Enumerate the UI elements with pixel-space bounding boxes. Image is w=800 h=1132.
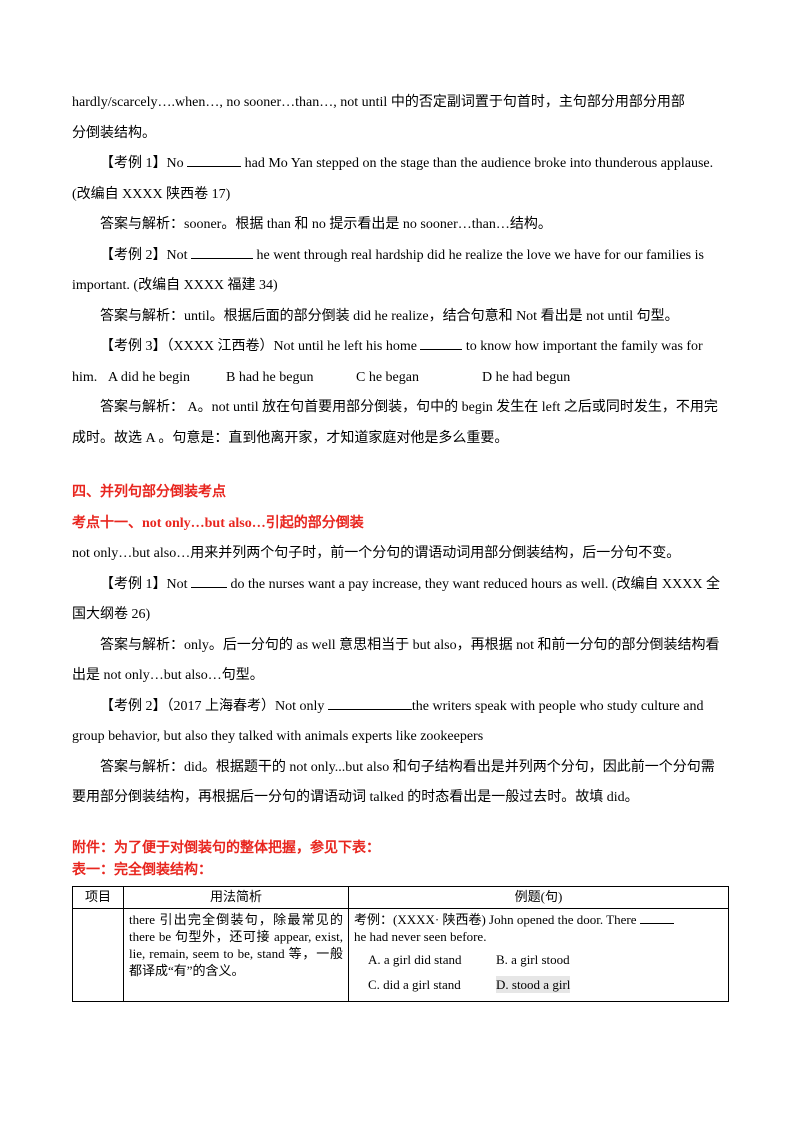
s3-example-1-source: (改编自 XXXX 陕西卷 17) bbox=[72, 186, 231, 202]
s4-intro: not only…but also…用来并列两个句子时，前一个分句的谓语动词用部… bbox=[72, 546, 681, 561]
s3-example-2: 【考例 2】Not he went through real hardship … bbox=[100, 246, 704, 263]
answer-blank bbox=[191, 575, 227, 588]
table-title: 表一：完全倒装结构： bbox=[72, 862, 212, 878]
example-options-row-2: C. did a girl stand D. stood a girl bbox=[354, 975, 723, 993]
s3-example-2-cont: important. (改编自 XXXX 福建 34) bbox=[72, 278, 278, 293]
inversion-table: 项目 用法简析 例题(句) there 引出完全倒装句，除最常见的 there … bbox=[72, 885, 729, 1002]
answer-blank bbox=[639, 911, 674, 924]
header-item: 项目 bbox=[72, 885, 124, 909]
table-row: there 引出完全倒装句，除最常见的 there be 句型外，还可接 app… bbox=[72, 907, 729, 1002]
example-question: 考例：(XXXX· 陕西卷) John opened the door. The… bbox=[354, 911, 723, 945]
header-example: 例题(句) bbox=[348, 885, 729, 909]
s4-answer-2-line1: 答案与解析：did。根据题干的 not only...but also 和句子结… bbox=[100, 759, 715, 775]
s3-example-3: 【考例 3】（XXXX 江西卷）Not until he left his ho… bbox=[100, 337, 703, 354]
s3-example-1: 【考例 1】No had Mo Yan stepped on the stage… bbox=[100, 154, 714, 171]
s3-answer-2: 答案与解析：until。根据后面的部分倒装 did he realize，结合句… bbox=[100, 308, 679, 324]
s4-example-2-cont: group behavior, but also they talked wit… bbox=[72, 729, 484, 744]
s3-example-3-options: him. A did he begin B had he begun C he … bbox=[72, 363, 728, 394]
answer-blank bbox=[327, 697, 412, 710]
option-b: B had he begun bbox=[226, 369, 314, 385]
s4-answer-2-line2: 要用部分倒装结构，再根据后一分句的谓语动词 talked 的时态看出是一般过去时… bbox=[72, 790, 639, 805]
s4-example-1: 【考例 1】Not do the nurses want a pay incre… bbox=[100, 575, 720, 592]
table-header-row: 项目 用法简析 例题(句) bbox=[72, 885, 729, 909]
s3-intro-line1: hardly/scarcely….when…, no sooner…than…,… bbox=[72, 95, 685, 110]
option-c: C. did a girl stand bbox=[368, 976, 461, 992]
option-b: B. a girl stood bbox=[496, 951, 570, 967]
header-usage: 用法简析 bbox=[123, 885, 349, 909]
s3-answer-3-line2: 成时。故选 A 。句意是：直到他离开家，才知道家庭对他是多么重要。 bbox=[72, 430, 509, 446]
s4-answer-1-line1: 答案与解析：only。后一分句的 as well 意思相当于 but also，… bbox=[100, 637, 720, 653]
s3-answer-3-line1: 答案与解析： A。not until 放在句首要用部分倒装，句中的 begin … bbox=[100, 400, 718, 415]
option-c: C he began bbox=[356, 369, 419, 385]
option-d: D. stood a girl bbox=[496, 975, 571, 993]
s3-intro-line2: 分倒装结构。 bbox=[72, 125, 156, 141]
example-options-row-1: A. a girl did stand B. a girl stood bbox=[354, 951, 723, 968]
s4-answer-1-line2: 出是 not only…but also…句型。 bbox=[72, 668, 264, 683]
answer-blank bbox=[420, 337, 463, 350]
s4-example-1-cont: 国大纲卷 26) bbox=[72, 607, 151, 622]
page: hardly/scarcely….when…, no sooner…than…,… bbox=[72, 88, 729, 1002]
cell-item bbox=[72, 907, 124, 1002]
appendix-title: 附件：为了便于对倒装句的整体把握，参见下表： bbox=[72, 840, 380, 856]
cell-example: 考例：(XXXX· 陕西卷) John opened the door. The… bbox=[348, 907, 729, 1002]
section4-subheading: 考点十一、not only…but also…引起的部分倒装 bbox=[72, 515, 364, 531]
option-a: A did he begin bbox=[108, 369, 191, 385]
answer-blank bbox=[187, 154, 242, 167]
section4-heading: 四、并列句部分倒装考点 bbox=[72, 485, 226, 500]
option-d: D he had begun bbox=[482, 369, 571, 385]
answer-blank bbox=[191, 246, 253, 259]
s4-example-2: 【考例 2】（2017 上海春考）Not only the writers sp… bbox=[100, 697, 704, 714]
s3-answer-1: 答案与解析：sooner。根据 than 和 no 提示看出是 no soone… bbox=[100, 217, 552, 232]
option-a: A. a girl did stand bbox=[368, 951, 462, 967]
cell-usage: there 引出完全倒装句，除最常见的 there be 句型外，还可接 app… bbox=[123, 907, 349, 1002]
